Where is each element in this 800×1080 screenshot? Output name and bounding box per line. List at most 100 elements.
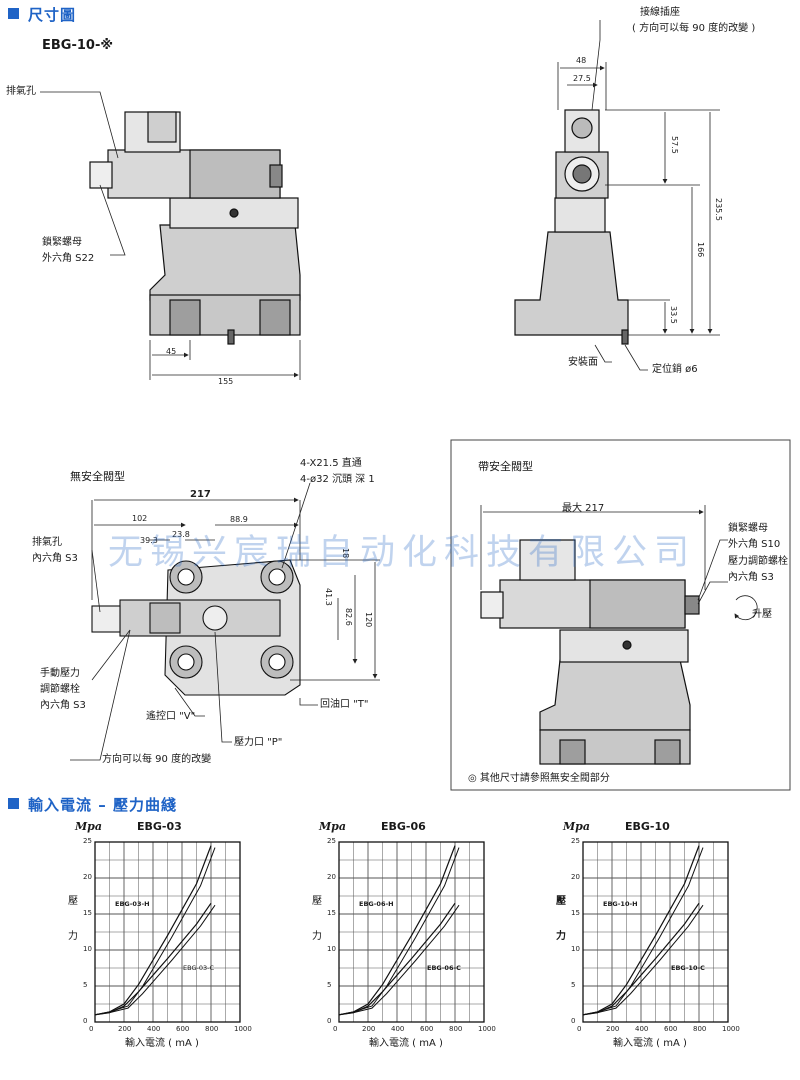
series-return-EBG-10-H bbox=[582, 847, 704, 1016]
x-tick: 400 bbox=[635, 1025, 649, 1033]
y-tick: 5 bbox=[571, 981, 576, 989]
series-label-h: EBG-10-H bbox=[603, 900, 638, 908]
y-tick: 20 bbox=[571, 873, 580, 881]
y-tick: 20 bbox=[327, 873, 336, 881]
plot-frame bbox=[338, 841, 485, 1023]
x-tick: 400 bbox=[391, 1025, 405, 1033]
series-return-EBG-06-C bbox=[338, 904, 460, 1016]
y-label-1: 壓 bbox=[68, 896, 78, 907]
return-port-label: 回油口 "T" bbox=[320, 699, 369, 710]
x-caption: 輸入電流 ( mA ) bbox=[613, 1038, 687, 1049]
y-label-2: 力 bbox=[312, 931, 322, 942]
y-tick: 5 bbox=[83, 981, 88, 989]
relief-valve-frame bbox=[450, 439, 791, 791]
remote-port-label: 遙控口 "V" bbox=[146, 711, 196, 722]
y-tick: 25 bbox=[327, 837, 336, 845]
series-label-h: EBG-06-H bbox=[359, 900, 394, 908]
dim-217: 217 bbox=[190, 489, 211, 500]
y-label-1: 壓 bbox=[556, 896, 566, 907]
section-square-icon bbox=[8, 8, 19, 19]
y-tick: 0 bbox=[83, 1017, 88, 1025]
y-tick: 0 bbox=[571, 1017, 576, 1025]
y-tick: 10 bbox=[327, 945, 336, 953]
series-label-h: EBG-03-H bbox=[115, 900, 150, 908]
chart-title: EBG-06 bbox=[381, 820, 426, 833]
dim-41-3: 41.3 bbox=[324, 588, 333, 606]
x-tick: 200 bbox=[118, 1025, 132, 1033]
relief-lock-nut-1: 鎖緊螺母 bbox=[728, 523, 768, 534]
relief-adjust-1: 壓力調節螺栓 bbox=[728, 556, 788, 567]
unit-label: Mpa bbox=[75, 820, 102, 833]
x-tick: 600 bbox=[176, 1025, 190, 1033]
x-caption: 輸入電流 ( mA ) bbox=[369, 1038, 443, 1049]
x-tick: 0 bbox=[333, 1025, 338, 1033]
manual-adjust-label-3: 內六角 S3 bbox=[40, 700, 86, 711]
x-tick: 200 bbox=[606, 1025, 620, 1033]
section-square-icon bbox=[8, 798, 19, 809]
relief-lock-nut-2: 外六角 S10 bbox=[728, 539, 781, 550]
dim-166: 166 bbox=[696, 242, 705, 258]
dim-33-5: 33.5 bbox=[669, 306, 678, 324]
vent-s3-label-1: 排氣孔 bbox=[32, 537, 62, 548]
side-view-drawing bbox=[89, 111, 301, 345]
connector-label-1: 接線插座 bbox=[640, 7, 680, 18]
x-tick: 1000 bbox=[234, 1025, 252, 1033]
manual-adjust-label-2: 調節螺栓 bbox=[40, 684, 80, 695]
no-relief-title: 無安全閥型 bbox=[70, 470, 125, 483]
series-label-c: EBG-03-C bbox=[183, 964, 214, 972]
dim-48: 48 bbox=[576, 56, 587, 65]
series-label-c: EBG-06-C bbox=[427, 964, 461, 972]
dim-45: 45 bbox=[166, 347, 177, 356]
dim-23-8: 23.8 bbox=[172, 530, 190, 539]
series-return-EBG-03-C bbox=[94, 904, 216, 1016]
lock-nut-label-2: 外六角 S22 bbox=[42, 253, 95, 264]
x-tick: 1000 bbox=[478, 1025, 496, 1033]
x-caption: 輸入電流 ( mA ) bbox=[125, 1038, 199, 1049]
locating-pin-label: 定位銷 ø6 bbox=[652, 364, 698, 375]
dim-235-5: 235.5 bbox=[714, 198, 723, 221]
top-view-drawing bbox=[91, 559, 301, 696]
dim-57-5: 57.5 bbox=[670, 136, 679, 154]
x-tick: 200 bbox=[362, 1025, 376, 1033]
relief-note: ◎ 其他尺寸請參照無安全閥部分 bbox=[468, 773, 610, 784]
dim-27-5: 27.5 bbox=[573, 74, 591, 83]
dim-18: 18 bbox=[341, 548, 350, 559]
x-tick: 800 bbox=[449, 1025, 463, 1033]
x-tick: 0 bbox=[577, 1025, 582, 1033]
plot-frame bbox=[94, 841, 241, 1023]
unit-label: Mpa bbox=[319, 820, 346, 833]
x-tick: 600 bbox=[664, 1025, 678, 1033]
y-tick: 0 bbox=[327, 1017, 332, 1025]
chart-title: EBG-03 bbox=[137, 820, 182, 833]
y-tick: 15 bbox=[571, 909, 580, 917]
max-217-label: 最大 217 bbox=[562, 503, 605, 514]
y-tick: 10 bbox=[83, 945, 92, 953]
relief-adjust-2: 內六角 S3 bbox=[728, 572, 774, 583]
direction-note-label: 方向可以每 90 度的改變 bbox=[102, 754, 212, 765]
bolt-label-1: 4-X21.5 直通 bbox=[300, 458, 362, 469]
x-tick: 800 bbox=[693, 1025, 707, 1033]
mount-face-label: 安裝面 bbox=[568, 357, 598, 368]
plot-frame bbox=[582, 841, 729, 1023]
dim-102: 102 bbox=[132, 514, 148, 523]
dim-155: 155 bbox=[218, 377, 234, 386]
x-tick: 600 bbox=[420, 1025, 434, 1033]
model-code: EBG-10-※ bbox=[42, 38, 113, 53]
unit-label: Mpa bbox=[563, 820, 590, 833]
dim-39-3: 39.3 bbox=[140, 536, 158, 545]
y-tick: 5 bbox=[327, 981, 332, 989]
bolt-label-2: 4-ø32 沉頭 深 1 bbox=[300, 474, 375, 485]
front-view-drawing bbox=[514, 109, 629, 345]
raise-pressure-label: 升壓 bbox=[752, 609, 772, 620]
watermark-text: 无锡兴宸瑞自动化科技有限公司 bbox=[108, 533, 697, 573]
lock-nut-label-1: 鎖緊螺母 bbox=[42, 237, 82, 248]
x-tick: 800 bbox=[205, 1025, 219, 1033]
series-label-c: EBG-10-C bbox=[671, 964, 705, 972]
pressure-port-label: 壓力口 "P" bbox=[234, 737, 283, 748]
vent-s3-label-2: 內六角 S3 bbox=[32, 553, 78, 564]
y-tick: 10 bbox=[571, 945, 580, 953]
